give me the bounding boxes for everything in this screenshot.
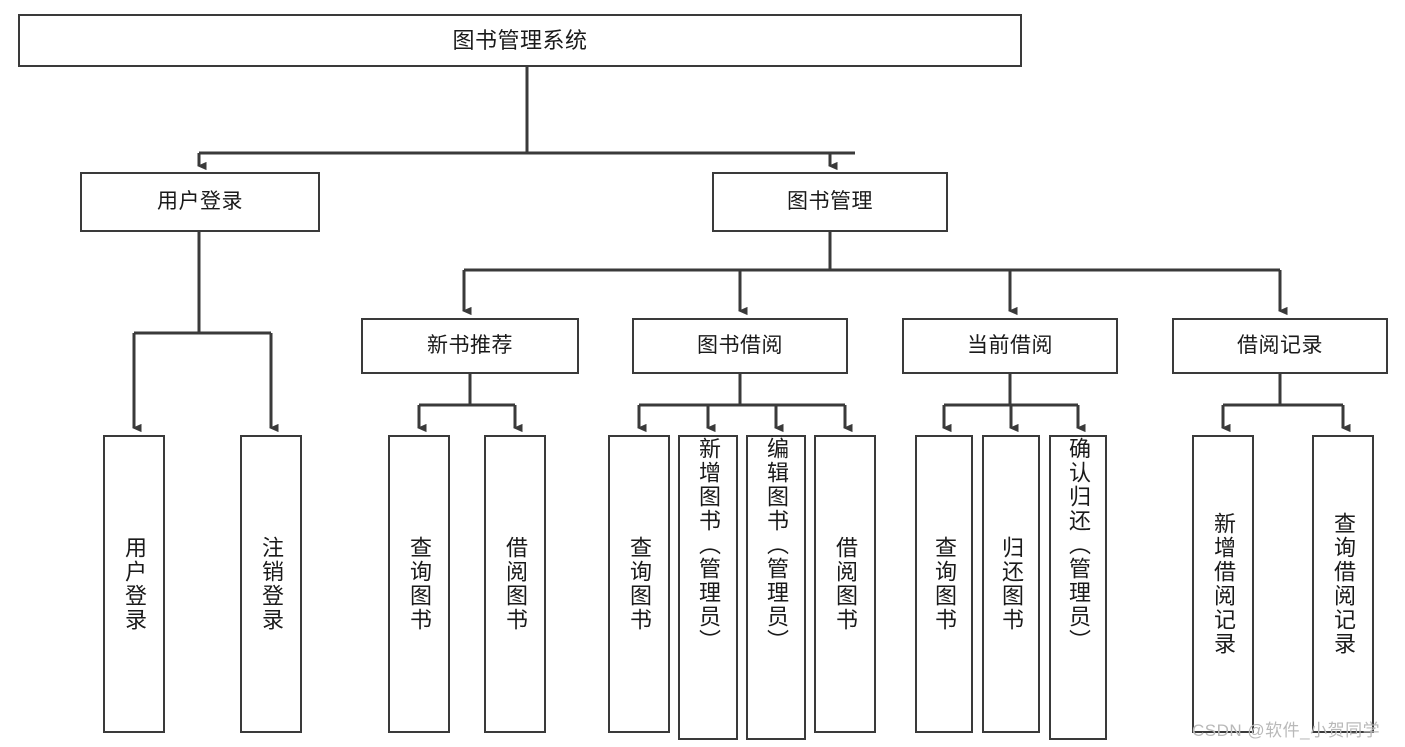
node-leaf-confirm-return[interactable]: 确认归还（管理员） — [1049, 435, 1107, 740]
node-borrow-record-label: 借阅记录 — [1237, 333, 1323, 357]
node-leaf-logout-login[interactable]: 注销登录 — [240, 435, 302, 733]
node-book-manage-label: 图书管理 — [787, 189, 873, 213]
node-book-manage[interactable]: 图书管理 — [712, 172, 948, 232]
node-borrow-record[interactable]: 借阅记录 — [1172, 318, 1388, 374]
node-leaf-borrow-book-1-label: 借阅图书 — [503, 536, 528, 632]
node-book-borrow-label: 图书借阅 — [697, 333, 783, 357]
node-leaf-query-borrow-record-label: 查询借阅记录 — [1331, 512, 1356, 656]
node-leaf-query-book-1-label: 查询图书 — [407, 536, 432, 632]
node-book-borrow[interactable]: 图书借阅 — [632, 318, 848, 374]
node-new-book-recommend-label: 新书推荐 — [427, 333, 513, 357]
node-current-borrow[interactable]: 当前借阅 — [902, 318, 1118, 374]
node-leaf-return-book-label: 归还图书 — [999, 536, 1024, 632]
node-leaf-logout-login-label: 注销登录 — [259, 536, 284, 632]
node-current-borrow-label: 当前借阅 — [967, 333, 1053, 357]
node-leaf-add-book-admin[interactable]: 新增图书（管理员） — [678, 435, 738, 740]
node-leaf-return-book[interactable]: 归还图书 — [982, 435, 1040, 733]
node-leaf-edit-book-admin[interactable]: 编辑图书（管理员） — [746, 435, 806, 740]
node-leaf-edit-book-admin-label: 编辑图书（管理员） — [764, 437, 789, 653]
csdn-watermark: CSDN @软件_小贺同学 — [1192, 721, 1381, 740]
node-leaf-query-book-1[interactable]: 查询图书 — [388, 435, 450, 733]
node-user-login[interactable]: 用户登录 — [80, 172, 320, 232]
node-leaf-borrow-book-2-label: 借阅图书 — [833, 536, 858, 632]
node-leaf-query-book-2-label: 查询图书 — [627, 536, 652, 632]
node-leaf-add-book-admin-label: 新增图书（管理员） — [696, 437, 721, 653]
node-leaf-query-borrow-record[interactable]: 查询借阅记录 — [1312, 435, 1374, 733]
node-leaf-borrow-book-1[interactable]: 借阅图书 — [484, 435, 546, 733]
node-leaf-user-login[interactable]: 用户登录 — [103, 435, 165, 733]
node-new-book-recommend[interactable]: 新书推荐 — [361, 318, 579, 374]
node-leaf-query-book-3[interactable]: 查询图书 — [915, 435, 973, 733]
node-user-login-label: 用户登录 — [157, 189, 243, 213]
node-leaf-query-book-3-label: 查询图书 — [932, 536, 957, 632]
node-leaf-user-login-label: 用户登录 — [122, 536, 147, 632]
node-leaf-confirm-return-label: 确认归还（管理员） — [1066, 437, 1091, 653]
node-leaf-borrow-book-2[interactable]: 借阅图书 — [814, 435, 876, 733]
node-root-system-label: 图书管理系统 — [452, 27, 588, 53]
node-leaf-query-book-2[interactable]: 查询图书 — [608, 435, 670, 733]
node-leaf-add-borrow-record-label: 新增借阅记录 — [1211, 512, 1236, 656]
node-root-system[interactable]: 图书管理系统 — [18, 14, 1022, 67]
node-leaf-add-borrow-record[interactable]: 新增借阅记录 — [1192, 435, 1254, 733]
